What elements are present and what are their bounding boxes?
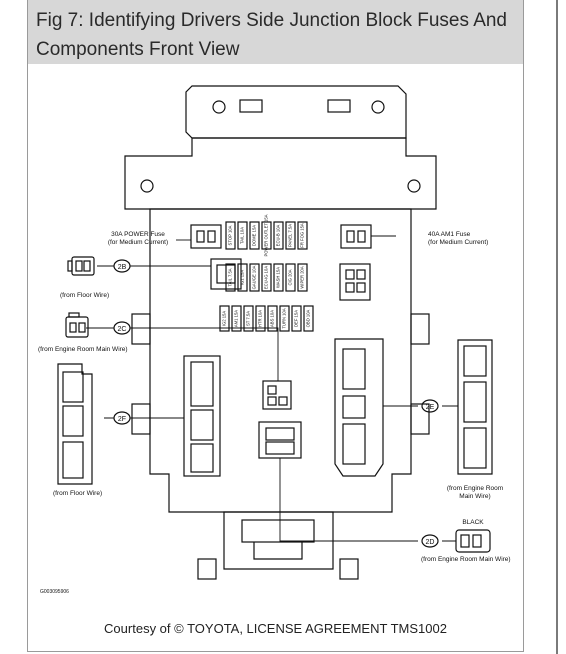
bottom-row-fuse-label-7: DEF 15A (294, 310, 299, 327)
connector-2f-plug (57, 363, 93, 485)
bottom-row-fuse-1 (219, 305, 230, 332)
content-frame (27, 0, 524, 652)
middle-row-fuse-3 (249, 263, 260, 292)
fuse-panel: STOP 10A TAIL 10A DOME 15A POWER OUTLET 15A… (190, 214, 372, 332)
middle-row-fuse-7 (297, 263, 308, 292)
power-fuse-label-line2: (for Medium Current) (108, 239, 168, 246)
connector-2b-label: 2B (118, 264, 127, 271)
bottom-row-fuse-label-1: IG2 15A (222, 311, 227, 327)
junction-block-housing (124, 85, 437, 580)
connector-2b-socket (210, 258, 242, 290)
top-row-fuse-label-4: POWER OUTLET 15A (264, 214, 269, 256)
figure-title: Fig 7: Identifying Drivers Side Junction… (36, 10, 508, 60)
connector-2c-label: 2C (118, 326, 127, 333)
bottom-row-fuse-4 (255, 305, 266, 332)
top-row-fuse-label-5: ECU-B 10A (276, 224, 281, 246)
am1-fuse-label-line2: (for Medium Current) (428, 239, 488, 246)
connector-2c-plug (65, 312, 89, 338)
connector-2b-tag: 2B (113, 259, 131, 273)
am1-fuse (340, 224, 372, 249)
fuse-row-middle: TAIL 7.5A IG1 15A GAUGE 10A ECU-IG 10A WASH … (225, 263, 308, 292)
connector-2e-source-label-line2: Main Wire) (459, 493, 490, 500)
connector-2d-source-label: (from Engine Room Main Wire) (421, 556, 511, 563)
connector-2d-label: 2D (426, 539, 435, 546)
bottom-row-fuse-5 (267, 305, 278, 332)
top-row-fuse-label-6: PANEL 7.5A (288, 224, 293, 247)
power-fuse (190, 224, 222, 249)
bottom-row-fuse-3 (243, 305, 254, 332)
page-divider (556, 0, 558, 654)
bottom-row-fuse-label-5: ABS 10A (270, 310, 275, 327)
top-row-fuse-5 (273, 221, 284, 250)
title-bar: Fig 7: Identifying Drivers Side Junction… (28, 0, 523, 64)
figure-code: G003095906 (40, 589, 69, 595)
top-row-fuse-4 (261, 221, 272, 250)
connector-2f-tag: 2F (113, 411, 131, 425)
connector-2f-label: 2F (118, 416, 126, 423)
middle-row-fuse-label-5: WASH 15A (276, 267, 281, 288)
leader-lines (86, 235, 458, 542)
top-row-fuse-7 (297, 221, 308, 250)
top-row-fuse-label-2: TAIL 10A (240, 227, 245, 244)
connector-2d-socket (258, 421, 302, 459)
credit-line: Courtesy of © TOYOTA, LICENSE AGREEMENT … (104, 621, 447, 636)
top-row-fuse-label-3: DOME 15A (252, 225, 257, 246)
connector-2e-plug (457, 339, 493, 475)
middle-row-fuse-label-1: TAIL 7.5A (228, 268, 233, 286)
middle-row-fuse-label-3: GAUGE 10A (252, 265, 257, 289)
relay (339, 263, 371, 301)
bottom-row-fuse-label-8: OBD 10A (306, 309, 311, 327)
connector-2c-tag: 2C (113, 321, 131, 335)
junction-block-diagram: STOP 10A TAIL 10A DOME 15A POWER OUTLET 15A… (38, 85, 511, 595)
top-row-fuse-2 (237, 221, 248, 250)
top-row-fuse-6 (285, 221, 296, 250)
middle-row-fuse-label-7: WIPER 20A (300, 266, 305, 289)
bottom-row-fuse-label-6: TURN 10A (282, 308, 287, 328)
middle-row-fuse-label-4: ECU-IG 10A (264, 266, 269, 289)
fuse-row-bottom: IG2 15A AM1 15A ST 7.5A HTR 10A ABS 10A TURN … (219, 305, 314, 332)
top-row-fuse-1 (225, 221, 236, 250)
connector-2b-source-label: (from Floor Wire) (60, 292, 109, 299)
connector-2c-socket (262, 380, 292, 410)
connector-2e-socket (334, 338, 384, 477)
bottom-row-fuse-7 (291, 305, 302, 332)
bottom-row-fuse-2 (231, 305, 242, 332)
connector-2f-socket (183, 355, 221, 477)
am1-fuse-label-line1: 40A AM1 Fuse (428, 231, 471, 238)
top-row-fuse-label-1: STOP 10A (228, 225, 233, 245)
connector-2c-source-label: (from Engine Room Main Wire) (38, 346, 128, 353)
connector-2f-source-label: (from Floor Wire) (53, 490, 102, 497)
connector-2d-tag: 2D (421, 534, 439, 548)
bottom-row-fuse-6 (279, 305, 290, 332)
black-color-label: BLACK (462, 519, 484, 526)
connector-2e-tag: 2E (421, 399, 439, 413)
connector-2e-label: 2E (426, 404, 435, 411)
middle-row-fuse-2 (237, 263, 248, 292)
power-fuse-label-line1: 30A POWER Fuse (111, 231, 165, 238)
bottom-row-fuse-label-4: HTR 10A (258, 310, 263, 327)
top-row-fuse-3 (249, 221, 260, 250)
bottom-row-fuse-8 (303, 305, 314, 332)
middle-row-fuse-label-2: IG1 15A (240, 270, 245, 286)
middle-row-fuse-4 (261, 263, 272, 292)
middle-row-fuse-5 (273, 263, 284, 292)
fuse-row-top: STOP 10A TAIL 10A DOME 15A POWER OUTLET 15A… (225, 214, 308, 257)
middle-row-fuse-label-6: CIG 20A (288, 269, 293, 285)
connector-2e-source-label-line1: (from Engine Room (447, 485, 503, 492)
top-row-fuse-label-7: FR FOG 15A (300, 223, 305, 248)
bottom-row-fuse-label-3: ST 7.5A (246, 311, 251, 326)
connector-2d-plug (455, 529, 491, 553)
connector-2b-plug (67, 256, 95, 276)
middle-row-fuse-6 (285, 263, 296, 292)
bottom-row-fuse-label-2: AM1 15A (234, 310, 239, 327)
